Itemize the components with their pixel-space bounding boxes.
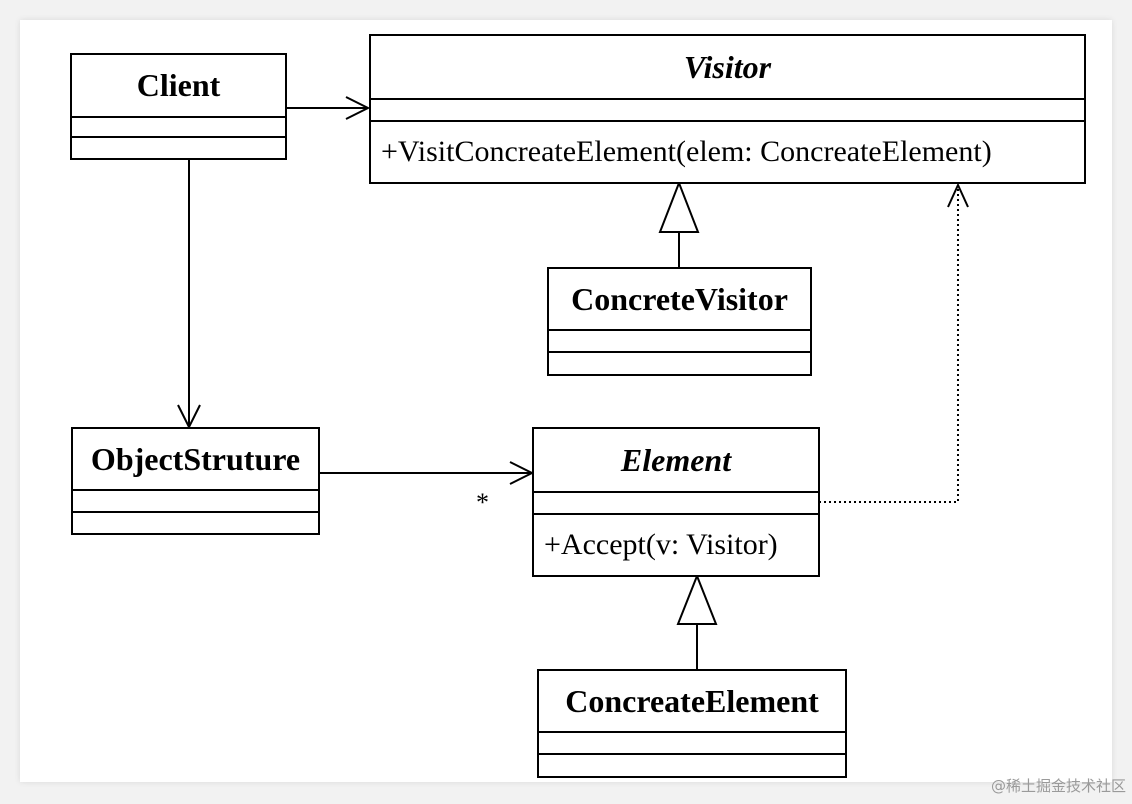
watermark-text: @稀土掘金技术社区 [990,777,1126,795]
operations-compartment [539,755,845,776]
class-name: Visitor [371,36,1084,100]
class-element[interactable]: Element +Accept(v: Visitor) [532,427,820,577]
attributes-compartment [371,100,1084,122]
class-name: Client [72,55,285,118]
class-name: Element [534,429,818,493]
operation-accept: +Accept(v: Visitor) [544,528,778,561]
class-concrete-visitor[interactable]: ConcreteVisitor [547,267,812,376]
multiplicity-label: * [476,488,489,517]
class-visitor[interactable]: Visitor +VisitConcreateElement(elem: Con… [369,34,1086,184]
class-name: ConcreteVisitor [549,269,810,331]
operations-compartment [72,138,285,158]
operations-compartment [549,353,810,374]
attributes-compartment [539,733,845,755]
class-concreate-element[interactable]: ConcreateElement [537,669,847,778]
attributes-compartment [534,493,818,515]
class-name: ConcreateElement [539,671,845,733]
class-client[interactable]: Client [70,53,287,160]
operations-compartment [73,513,318,533]
class-name: ObjectStruture [73,429,318,491]
operation-visit-concreate-element: +VisitConcreateElement(elem: ConcreateEl… [381,135,992,168]
attributes-compartment [73,491,318,513]
attributes-compartment [72,118,285,138]
class-object-structure[interactable]: ObjectStruture [71,427,320,535]
attributes-compartment [549,331,810,353]
